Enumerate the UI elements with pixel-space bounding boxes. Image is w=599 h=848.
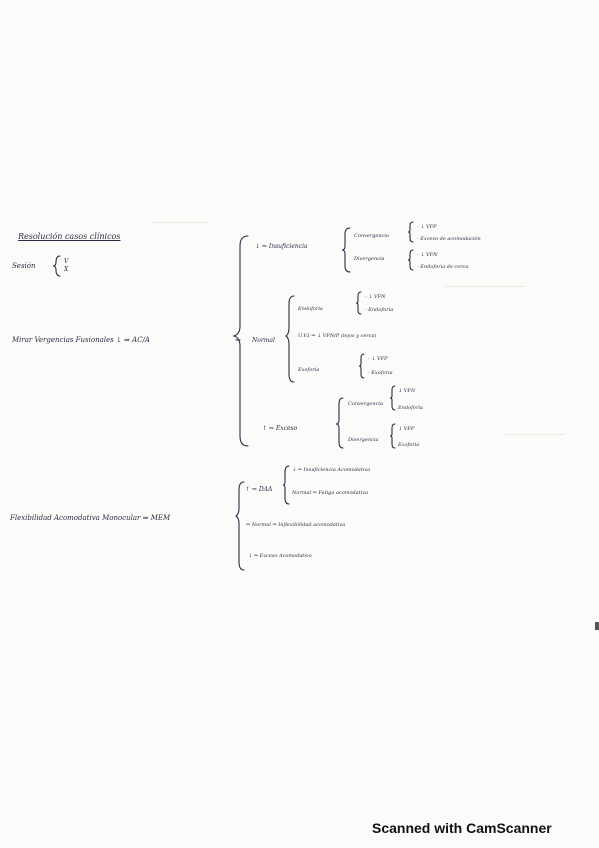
vergencias-label: Mirar Vergencias Fusionales ↓ ⇒ AC/A xyxy=(12,336,150,344)
flex-high-item-2: Normal ⇒ Fatiga acomodativa xyxy=(292,490,369,496)
flex-high-label: ↑ ⇒ DAA xyxy=(245,486,273,493)
normal-label: Normal xyxy=(252,337,275,344)
normal-endo-item-1: - ↓ VFN xyxy=(365,294,386,300)
flex-normal: ⇒ Normal ⇒ Inflexibilidad acomodativa xyxy=(246,522,346,528)
exceso-div-item-2: Exoforia xyxy=(398,442,420,448)
flex-high-item-1: ↓ ⇒ Insuficiencia Acomodativa xyxy=(292,467,371,473)
exceso-divergencia: Divergencia xyxy=(348,437,379,443)
insuf-div-item-1: - ↓ VFN xyxy=(417,252,438,258)
normal-uvi: U.V.I ⇒ ↓ VFN/P (lejos y cerca) xyxy=(298,333,377,339)
exceso-div-item-1: ↓ VFP xyxy=(398,426,415,432)
exceso-label: ↑ ⇒ Exceso xyxy=(262,425,298,432)
flexibilidad-label: Flexibilidad Acomodativa Monocular ⇒ MEM xyxy=(10,514,171,522)
normal-exo-item-2: - Exoforia xyxy=(368,370,393,376)
flex-low: ↓ ⇒ Exceso Acomodativo xyxy=(248,553,312,559)
normal-exoforia: Exoforia xyxy=(298,367,320,373)
insuf-div-item-2: - Endoforia de cerca xyxy=(417,264,469,270)
exceso-conv-item-1: ↓ VFN xyxy=(398,388,416,394)
insuf-divergencia: Divergencia xyxy=(354,256,385,262)
insuf-convergencia: Convergencia xyxy=(354,233,389,239)
normal-endoforia: Endoforia xyxy=(298,306,323,312)
normal-exo-item-1: - ↓ VFP xyxy=(368,356,388,362)
insuficiencia-label: ↓ ⇒ Insuficiencia xyxy=(255,243,308,250)
insuf-conv-item-2: - Exceso de acomodación xyxy=(417,236,481,242)
signos-item-a: V xyxy=(64,258,69,265)
normal-endo-item-2: - Endoforia xyxy=(365,307,394,313)
insuf-conv-item-1: - ↓ VFP xyxy=(417,224,437,230)
signos-label: Sesión xyxy=(12,262,36,270)
exceso-convergencia: Convergencia xyxy=(348,401,383,407)
page-title: Resolución casos clínicos xyxy=(18,232,121,241)
scan-edge-mark xyxy=(595,622,599,630)
signos-item-b: X xyxy=(64,266,69,273)
camscanner-watermark: Scanned with CamScanner xyxy=(372,820,552,836)
exceso-conv-item-2: Endoforia xyxy=(398,405,423,411)
